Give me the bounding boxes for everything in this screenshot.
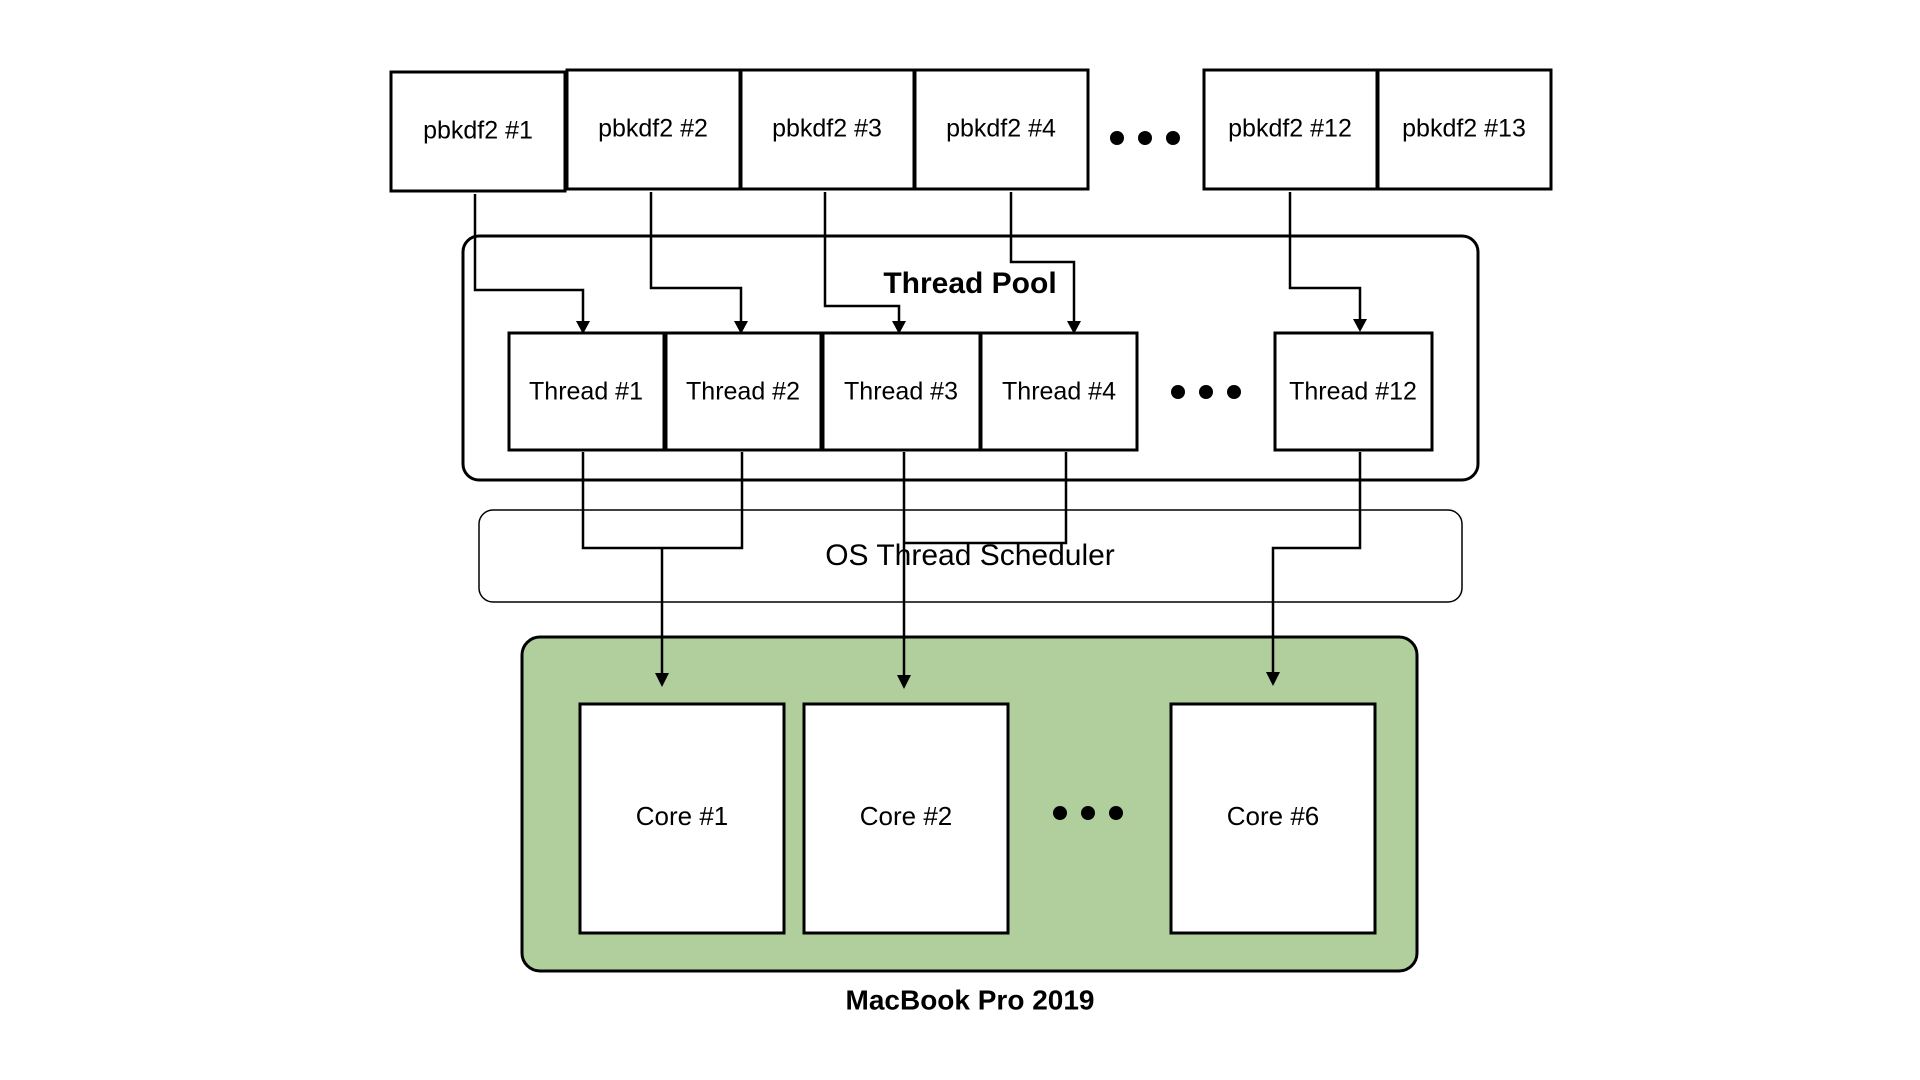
thread-label-3: Thread #3 <box>844 378 958 406</box>
core-box-2 <box>802 702 1010 935</box>
task-box-13 <box>1376 68 1553 191</box>
arrowhead-icon <box>897 675 911 689</box>
task-to-thread-connectors <box>473 192 1367 334</box>
thread-box-2 <box>664 331 823 452</box>
task-label-3: pbkdf2 #3 <box>772 115 882 143</box>
thread-label-12: Thread #12 <box>1289 378 1417 406</box>
task-box-2 <box>565 68 742 191</box>
connector-task4-thread4 <box>1009 192 1076 322</box>
core-box-1 <box>578 702 786 935</box>
task-label-4: pbkdf2 #4 <box>946 115 1056 143</box>
thread-box-4 <box>979 331 1139 452</box>
connector-thread4-merge <box>904 452 1068 545</box>
connector-task1-thread1 <box>473 194 585 322</box>
arrowhead-icon <box>1266 672 1280 686</box>
thread-box-1 <box>507 331 666 452</box>
task-label-12: pbkdf2 #12 <box>1228 115 1352 143</box>
task-label-1: pbkdf2 #1 <box>423 117 533 145</box>
thread-label-2: Thread #2 <box>686 378 800 406</box>
thread-label-4: Thread #4 <box>1002 378 1116 406</box>
task-ellipsis-icon <box>1110 131 1180 145</box>
task-box-3 <box>739 68 916 191</box>
arrowhead-icon <box>1067 321 1081 334</box>
core-row: Core #1 Core #2 Core #6 <box>578 702 1377 935</box>
thread-ellipsis-icon <box>1171 385 1241 399</box>
core-ellipsis-icon <box>1053 806 1123 820</box>
scheduler-label: OS Thread Scheduler <box>825 539 1115 572</box>
arrowhead-icon <box>1353 319 1367 332</box>
arrowhead-icon <box>576 321 590 334</box>
thread-box-3 <box>821 331 982 452</box>
machine-label: MacBook Pro 2019 <box>846 984 1095 1015</box>
connector-thread12-core6 <box>1271 452 1362 673</box>
task-label-2: pbkdf2 #2 <box>598 115 708 143</box>
thread-box-12 <box>1273 331 1434 452</box>
task-box-4 <box>913 68 1090 191</box>
arrowhead-icon <box>655 673 669 687</box>
thread-pool-title: Thread Pool <box>883 267 1056 300</box>
thread-label-1: Thread #1 <box>529 378 643 406</box>
thread-to-core-connectors <box>581 452 1362 689</box>
task-label-13: pbkdf2 #13 <box>1402 115 1526 143</box>
core-label-2: Core #2 <box>860 801 953 831</box>
task-row: pbkdf2 #1 pbkdf2 #2 pbkdf2 #3 pbkdf2 #4 … <box>389 68 1553 193</box>
connector-task12-thread12 <box>1288 192 1362 320</box>
core-label-6: Core #6 <box>1227 801 1320 831</box>
core-box-6 <box>1169 702 1377 935</box>
task-box-1 <box>389 70 567 193</box>
arrowhead-icon <box>734 321 748 334</box>
connector-task3-thread3 <box>823 192 901 322</box>
arrowhead-icon <box>892 321 906 334</box>
core-label-1: Core #1 <box>636 801 729 831</box>
connector-task2-thread2 <box>649 192 743 322</box>
thread-row: Thread #1 Thread #2 Thread #3 Thread #4 … <box>507 331 1434 452</box>
task-box-12 <box>1202 68 1379 191</box>
scheduler-container <box>478 509 1463 603</box>
